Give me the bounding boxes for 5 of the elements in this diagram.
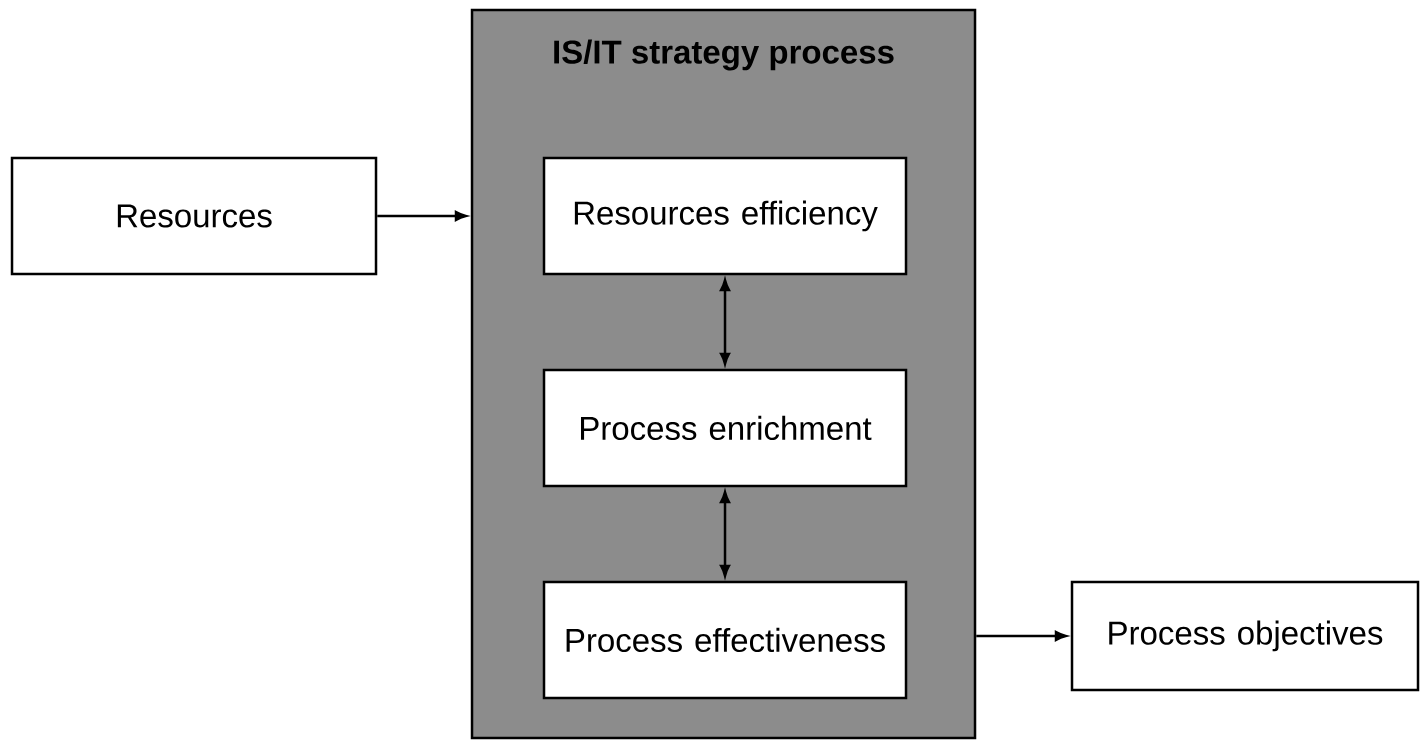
- process-box: Process effectiveness: [542, 580, 908, 700]
- process-box: Resources efficiency: [542, 156, 908, 276]
- process-box: Process objectives: [1070, 580, 1420, 692]
- process-box: Process enrichment: [542, 368, 908, 488]
- process-box: Resources: [10, 156, 378, 276]
